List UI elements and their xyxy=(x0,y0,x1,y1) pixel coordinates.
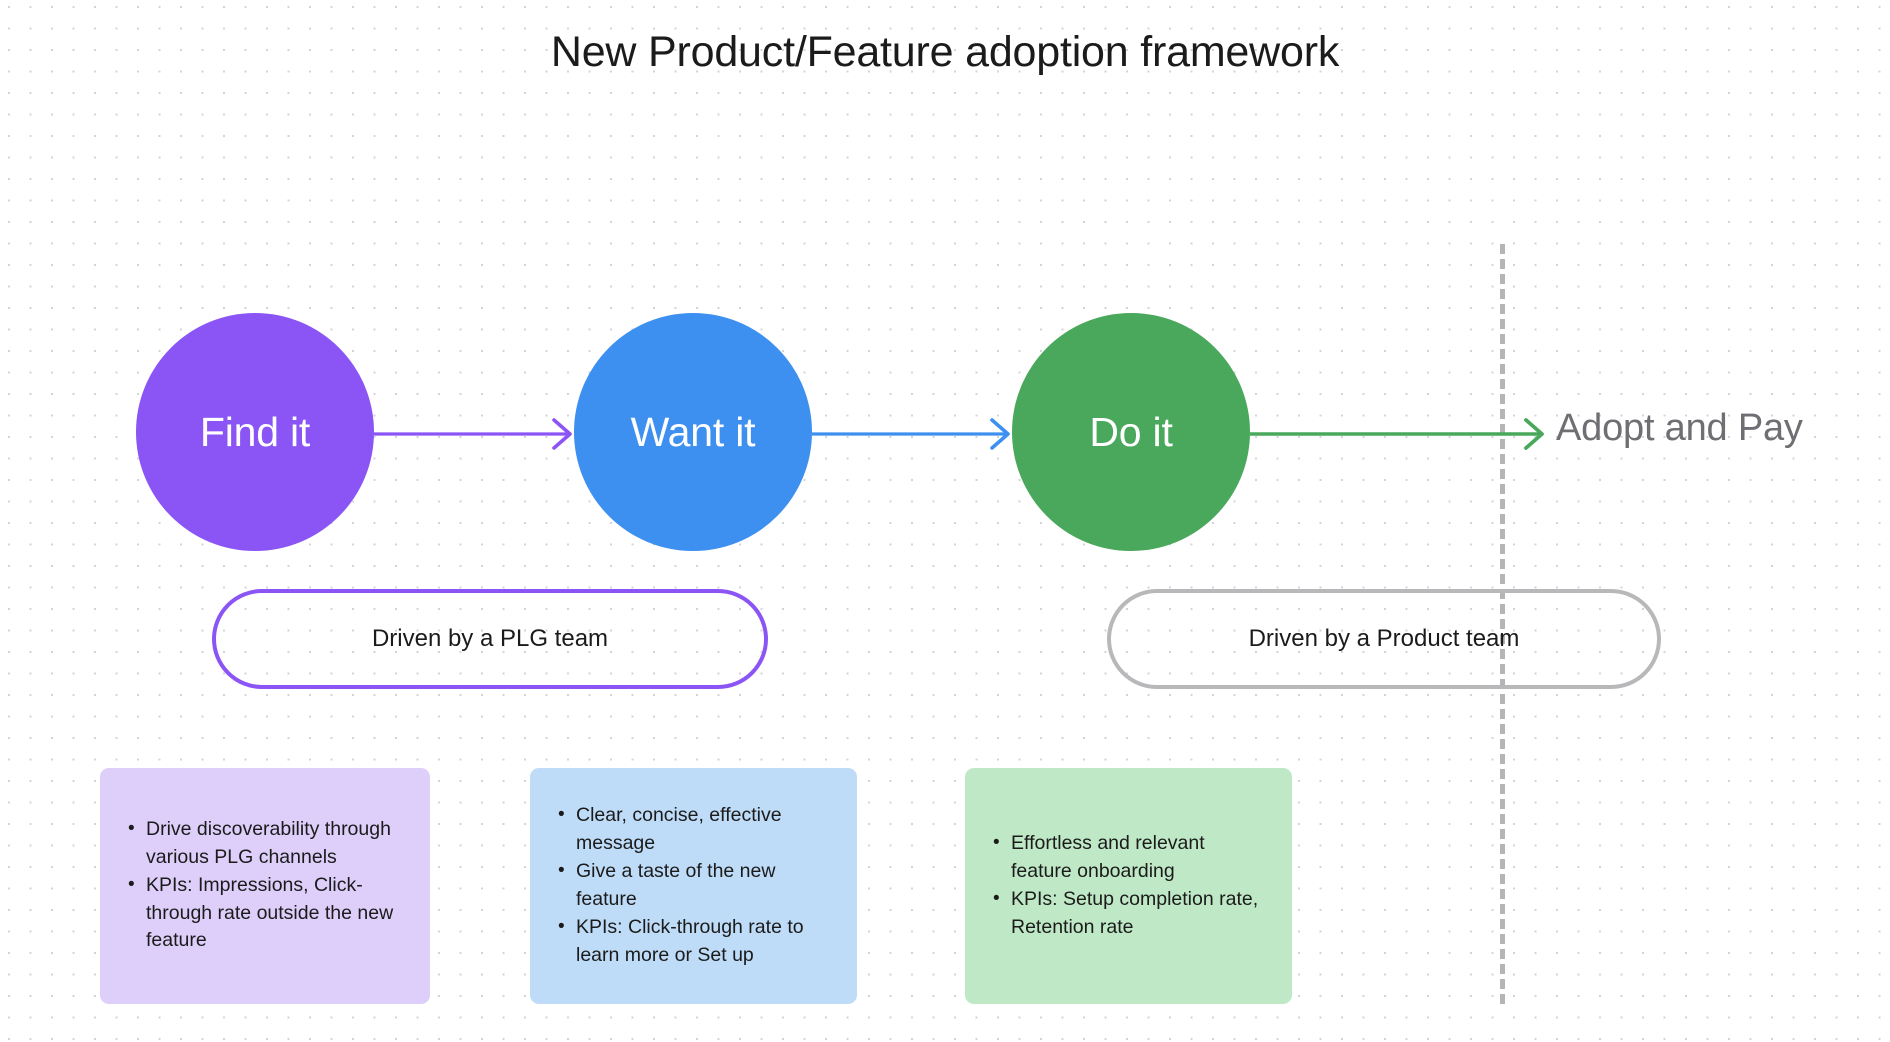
ownership-pill-product-team[interactable]: Driven by a Product team xyxy=(1107,589,1661,689)
stage-label-do-it: Do it xyxy=(1089,408,1173,455)
stage-circle-do-it[interactable]: Do it xyxy=(1012,313,1250,551)
detail-card-bullet-list: Drive discoverability through various PL… xyxy=(100,815,430,956)
outcome-label-adopt-and-pay: Adopt and Pay xyxy=(1556,407,1803,449)
list-item: Clear, concise, effective message xyxy=(558,801,835,857)
detail-card-bullet-list: Effortless and relevant feature onboardi… xyxy=(965,829,1292,942)
list-item: Effortless and relevant feature onboardi… xyxy=(993,829,1270,885)
detail-card-bullet-list: Clear, concise, effective message Give a… xyxy=(530,801,857,970)
page-title: New Product/Feature adoption framework xyxy=(550,28,1340,76)
list-item: KPIs: Setup completion rate, Retention r… xyxy=(993,885,1270,941)
stage-circle-want-it[interactable]: Want it xyxy=(574,313,812,551)
list-item: KPIs: Impressions, Click-through rate ou… xyxy=(128,871,408,955)
detail-card-want-it[interactable]: Clear, concise, effective message Give a… xyxy=(530,768,857,1004)
list-item: Give a taste of the new feature xyxy=(558,857,835,913)
stage-label-want-it: Want it xyxy=(630,408,756,455)
arrow-find-to-want-icon xyxy=(374,418,572,450)
detail-card-find-it[interactable]: Drive discoverability through various PL… xyxy=(100,768,430,1004)
stage-circle-find-it[interactable]: Find it xyxy=(136,313,374,551)
list-item: Drive discoverability through various PL… xyxy=(128,815,408,871)
ownership-pill-label-product-team: Driven by a Product team xyxy=(1248,625,1520,652)
stage-label-find-it: Find it xyxy=(199,408,311,455)
list-item: KPIs: Click-through rate to learn more o… xyxy=(558,913,835,969)
detail-card-do-it[interactable]: Effortless and relevant feature onboardi… xyxy=(965,768,1292,1004)
dashed-divider-line xyxy=(1500,244,1505,1004)
arrow-do-to-adopt-icon xyxy=(1250,418,1544,450)
ownership-pill-plg-team[interactable]: Driven by a PLG team xyxy=(212,589,768,689)
ownership-pill-label-plg-team: Driven by a PLG team xyxy=(371,625,609,652)
arrow-want-to-do-icon xyxy=(812,418,1010,450)
